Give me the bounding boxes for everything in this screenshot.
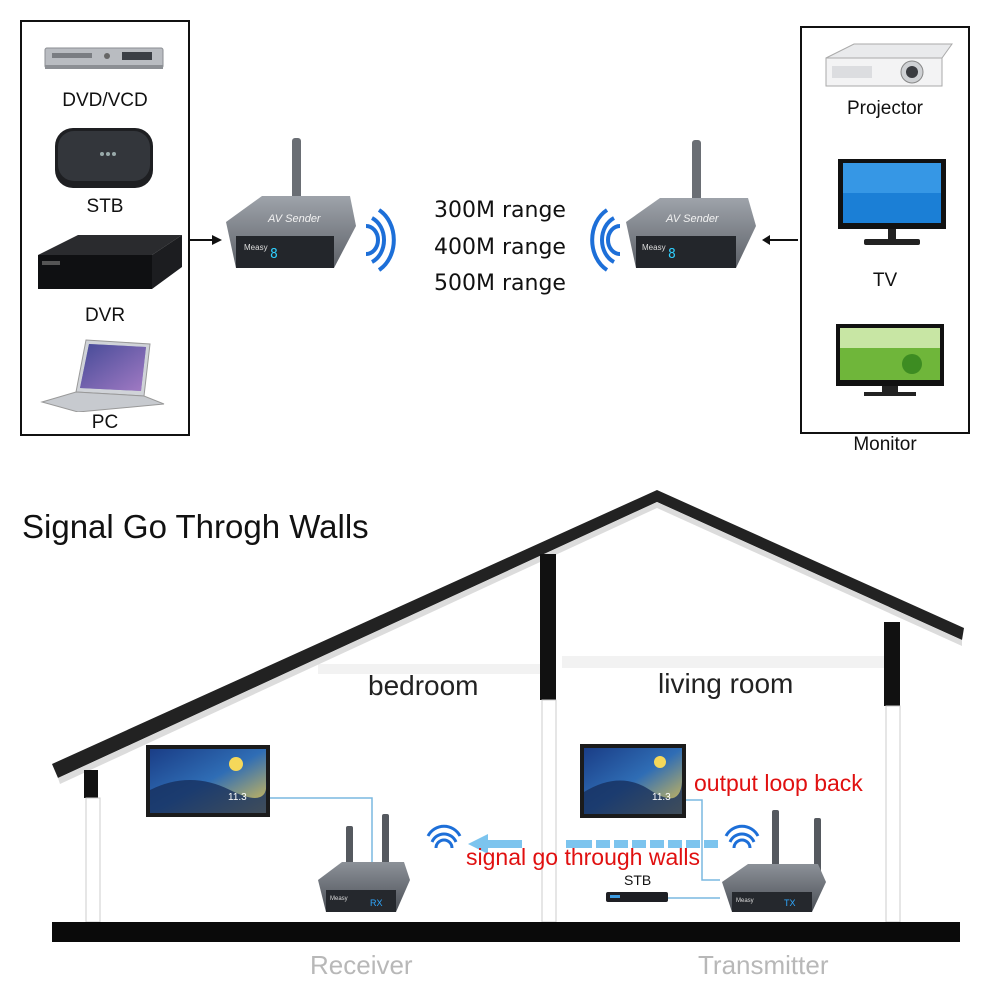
projector-icon xyxy=(825,43,953,87)
transmitter-label: Transmitter xyxy=(698,950,829,980)
output-loop-label: output loop back xyxy=(694,770,863,796)
av-sender-transmitter: Measy AV Sender 8 xyxy=(226,138,356,268)
living-room-tv: 11.3 xyxy=(580,744,686,818)
living-screen-numbers: 11.3 xyxy=(652,792,671,803)
signal-arrow xyxy=(468,834,718,854)
dvd-player-icon xyxy=(44,47,164,69)
range-label-300: 300M range xyxy=(434,198,566,223)
range-label-500: 500M range xyxy=(434,271,566,296)
top-connection-diagram: Measy AV Sender 8 Measy AV Sender 8 xyxy=(190,138,798,272)
rx-model-text: AV Sender xyxy=(665,213,720,225)
source-label-stb: STB xyxy=(86,196,124,217)
receiver-tag: RX xyxy=(370,898,383,908)
range-label-400: 400M range xyxy=(434,235,566,260)
wireless-signal-icon xyxy=(724,824,760,849)
house-roof xyxy=(52,490,964,784)
rx-brand-text: Measy xyxy=(642,243,666,252)
house-walls xyxy=(84,554,901,923)
bedroom-tv: 11.3 xyxy=(146,745,270,817)
transmitter-device: Measy TX xyxy=(722,810,826,912)
source-label-pc: PC xyxy=(91,412,119,433)
display-label-monitor: Monitor xyxy=(853,434,917,455)
stb-small-label: STB xyxy=(624,872,652,888)
house-floor xyxy=(52,922,960,942)
transmitter-tag: TX xyxy=(784,898,796,908)
dvr-icon xyxy=(38,235,182,289)
monitor-icon xyxy=(836,324,944,396)
tx-brand-text: Measy xyxy=(244,243,268,252)
laptop-icon xyxy=(40,339,165,412)
living-room-stb xyxy=(606,892,668,902)
display-devices-panel: Projector TV Monitor xyxy=(800,26,970,455)
cables xyxy=(270,797,720,899)
source-label-dvr: DVR xyxy=(84,305,126,326)
wireless-signal-icon xyxy=(426,824,462,849)
tx-model-text: AV Sender xyxy=(267,213,322,225)
room-label-bedroom: bedroom xyxy=(368,670,479,701)
transmitter-brand: Measy xyxy=(736,898,754,904)
signal-walls-label: signal go through walls xyxy=(466,844,700,870)
house-title: Signal Go Throgh Walls xyxy=(22,508,369,545)
tv-icon xyxy=(838,159,946,245)
source-devices-panel: DVD/VCD STB DVR PC xyxy=(20,20,190,436)
display-label-projector: Projector xyxy=(846,98,924,119)
tx-display-digit: 8 xyxy=(270,247,278,262)
display-label-tv: TV xyxy=(872,270,898,291)
input-arrow xyxy=(190,235,222,245)
receiver-brand: Measy xyxy=(330,896,348,902)
output-arrow xyxy=(762,235,798,245)
room-label-living-room: living room xyxy=(658,668,794,699)
set-top-box-icon xyxy=(55,128,153,188)
house-ceiling xyxy=(318,656,884,674)
bedroom-screen-numbers: 11.3 xyxy=(228,792,247,803)
receiver-label: Receiver xyxy=(310,950,413,980)
receiver-device: Measy RX xyxy=(318,814,410,912)
wireless-signal-icon xyxy=(590,208,621,272)
av-sender-receiver: Measy AV Sender 8 xyxy=(626,140,756,268)
source-label-dvd: DVD/VCD xyxy=(62,90,148,111)
wireless-signal-icon xyxy=(365,208,396,272)
rx-display-digit: 8 xyxy=(668,247,676,262)
